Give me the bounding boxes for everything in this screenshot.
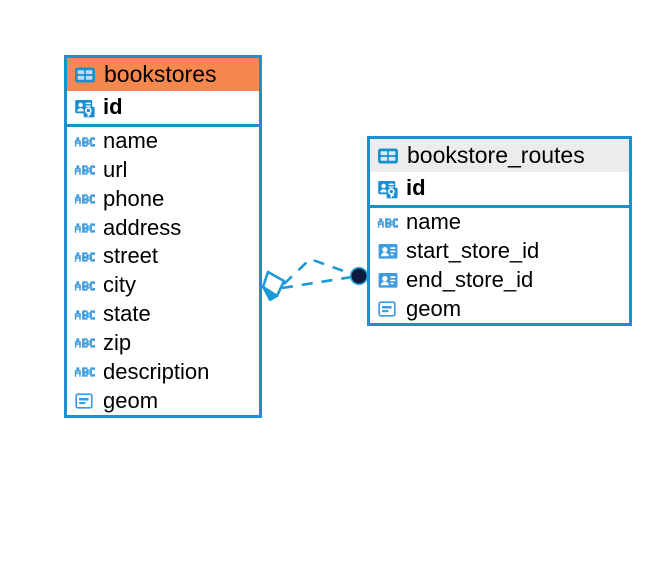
- field-label: address: [103, 214, 182, 240]
- primary-key-icon: [74, 97, 96, 119]
- field-row-url[interactable]: url: [67, 156, 259, 185]
- field-label: id: [103, 94, 123, 120]
- field-row-start-store-id[interactable]: start_store_id: [370, 237, 629, 266]
- field-label: geom: [103, 387, 159, 413]
- table-icon: [377, 145, 399, 167]
- field-label: name: [406, 209, 462, 235]
- field-list: name url: [67, 127, 259, 415]
- entity-header-bookstore-routes[interactable]: bookstore_routes: [370, 139, 629, 173]
- field-row-description[interactable]: description: [67, 358, 259, 387]
- field-label: end_store_id: [406, 266, 534, 292]
- entity-title: bookstores: [104, 61, 217, 87]
- foreign-key-icon: [377, 240, 399, 262]
- relationship-line-upper: [283, 257, 353, 285]
- field-row-city[interactable]: city: [67, 271, 259, 300]
- abc-text-icon: [377, 212, 399, 234]
- field-label: description: [103, 358, 210, 384]
- abc-text-icon: [74, 304, 96, 326]
- field-label: url: [103, 156, 128, 182]
- geometry-icon: [377, 298, 399, 320]
- primary-key-icon: [377, 178, 399, 200]
- entity-title: bookstore_routes: [407, 142, 585, 168]
- foreign-key-icon: [377, 269, 399, 291]
- entity-bookstores[interactable]: bookstores id: [64, 55, 262, 419]
- filled-circle-marker: [350, 267, 368, 285]
- field-label: state: [103, 301, 151, 327]
- entity-bookstore-routes[interactable]: bookstore_routes id: [367, 136, 632, 327]
- field-row-name[interactable]: name: [67, 127, 259, 156]
- abc-text-icon: [74, 275, 96, 297]
- field-row-street[interactable]: street: [67, 242, 259, 271]
- field-row-geom[interactable]: geom: [67, 387, 259, 416]
- field-row-end-store-id[interactable]: end_store_id: [370, 266, 629, 295]
- field-row-primary-key[interactable]: id: [370, 172, 629, 209]
- field-label: street: [103, 243, 159, 269]
- field-label: name: [103, 128, 159, 154]
- field-label: start_store_id: [406, 237, 540, 263]
- field-row-zip[interactable]: zip: [67, 329, 259, 358]
- field-list: name start_store_id: [370, 208, 629, 323]
- abc-text-icon: [74, 217, 96, 239]
- field-row-phone[interactable]: phone: [67, 185, 259, 214]
- field-row-primary-key[interactable]: id: [67, 91, 259, 128]
- abc-text-icon: [74, 188, 96, 210]
- field-row-name[interactable]: name: [370, 208, 629, 237]
- field-label: phone: [103, 185, 165, 211]
- abc-text-icon: [74, 246, 96, 268]
- abc-text-icon: [74, 159, 96, 181]
- field-label: city: [103, 272, 136, 298]
- field-label: geom: [406, 295, 462, 321]
- field-label: zip: [103, 329, 132, 355]
- relationship-line-lower: [281, 275, 353, 290]
- field-row-geom[interactable]: geom: [370, 295, 629, 324]
- abc-text-icon: [74, 332, 96, 354]
- table-icon: [74, 64, 96, 86]
- field-row-state[interactable]: state: [67, 300, 259, 329]
- abc-text-icon: [74, 361, 96, 383]
- abc-text-icon: [74, 131, 96, 153]
- crows-foot-diamond-marker: [261, 270, 286, 302]
- field-row-address[interactable]: address: [67, 214, 259, 243]
- geometry-icon: [74, 390, 96, 412]
- entity-header-bookstores[interactable]: bookstores: [67, 58, 259, 92]
- field-label: id: [406, 175, 426, 201]
